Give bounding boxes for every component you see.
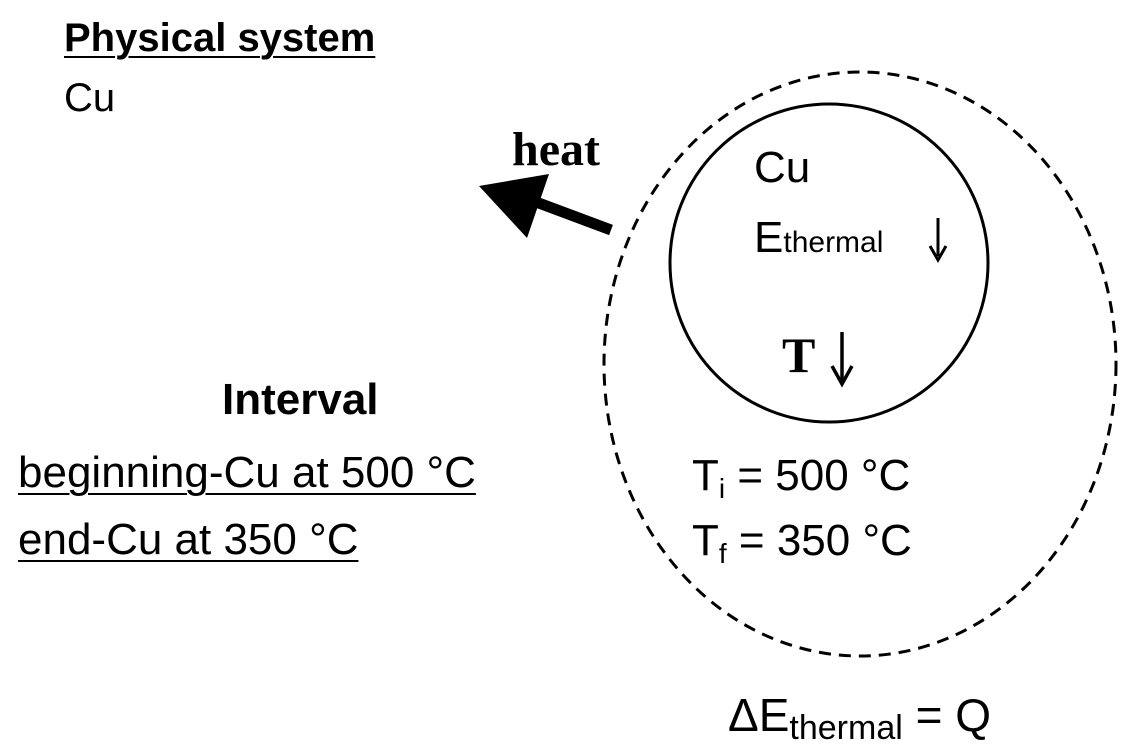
heat-arrow	[479, 174, 613, 238]
equation-prefix: ΔE	[728, 689, 790, 741]
temperature-symbol: T	[782, 327, 816, 383]
thermal-energy-symbol: E	[754, 213, 784, 262]
physical-system-heading: Physical system	[64, 16, 376, 60]
initial-temperature-symbol: T	[692, 451, 719, 500]
energy-down-arrow-icon	[928, 218, 948, 264]
energy-equation: ΔEthermal = Q	[728, 692, 991, 745]
thermal-energy-label: Ethermal↓	[754, 216, 883, 260]
thermal-energy-subscript: thermal	[783, 226, 884, 259]
system-substance-label: Cu	[754, 143, 811, 192]
final-temperature-subscript: f	[718, 538, 727, 569]
interval-heading: Interval	[222, 375, 379, 424]
equation-subscript: thermal	[789, 709, 903, 747]
final-temperature-value: = 350 °C	[726, 516, 912, 565]
temperature-down-arrow-icon	[830, 332, 854, 388]
system-circle	[668, 102, 990, 424]
interval-end: end-Cu at 350 °C	[18, 515, 359, 564]
physical-system-value: Cu	[64, 76, 116, 120]
initial-temperature-subscript: i	[718, 473, 726, 504]
equation-suffix: = Q	[902, 689, 992, 741]
surroundings-boundary	[602, 70, 1118, 658]
final-temperature: Tf = 350 °C	[692, 519, 912, 568]
final-temperature-symbol: T	[692, 516, 719, 565]
initial-temperature: Ti = 500 °C	[692, 454, 910, 503]
heat-label: heat	[512, 123, 600, 176]
temperature-label: T↓	[782, 330, 815, 380]
initial-temperature-value: = 500 °C	[725, 451, 911, 500]
interval-beginning: beginning-Cu at 500 °C	[18, 448, 476, 497]
